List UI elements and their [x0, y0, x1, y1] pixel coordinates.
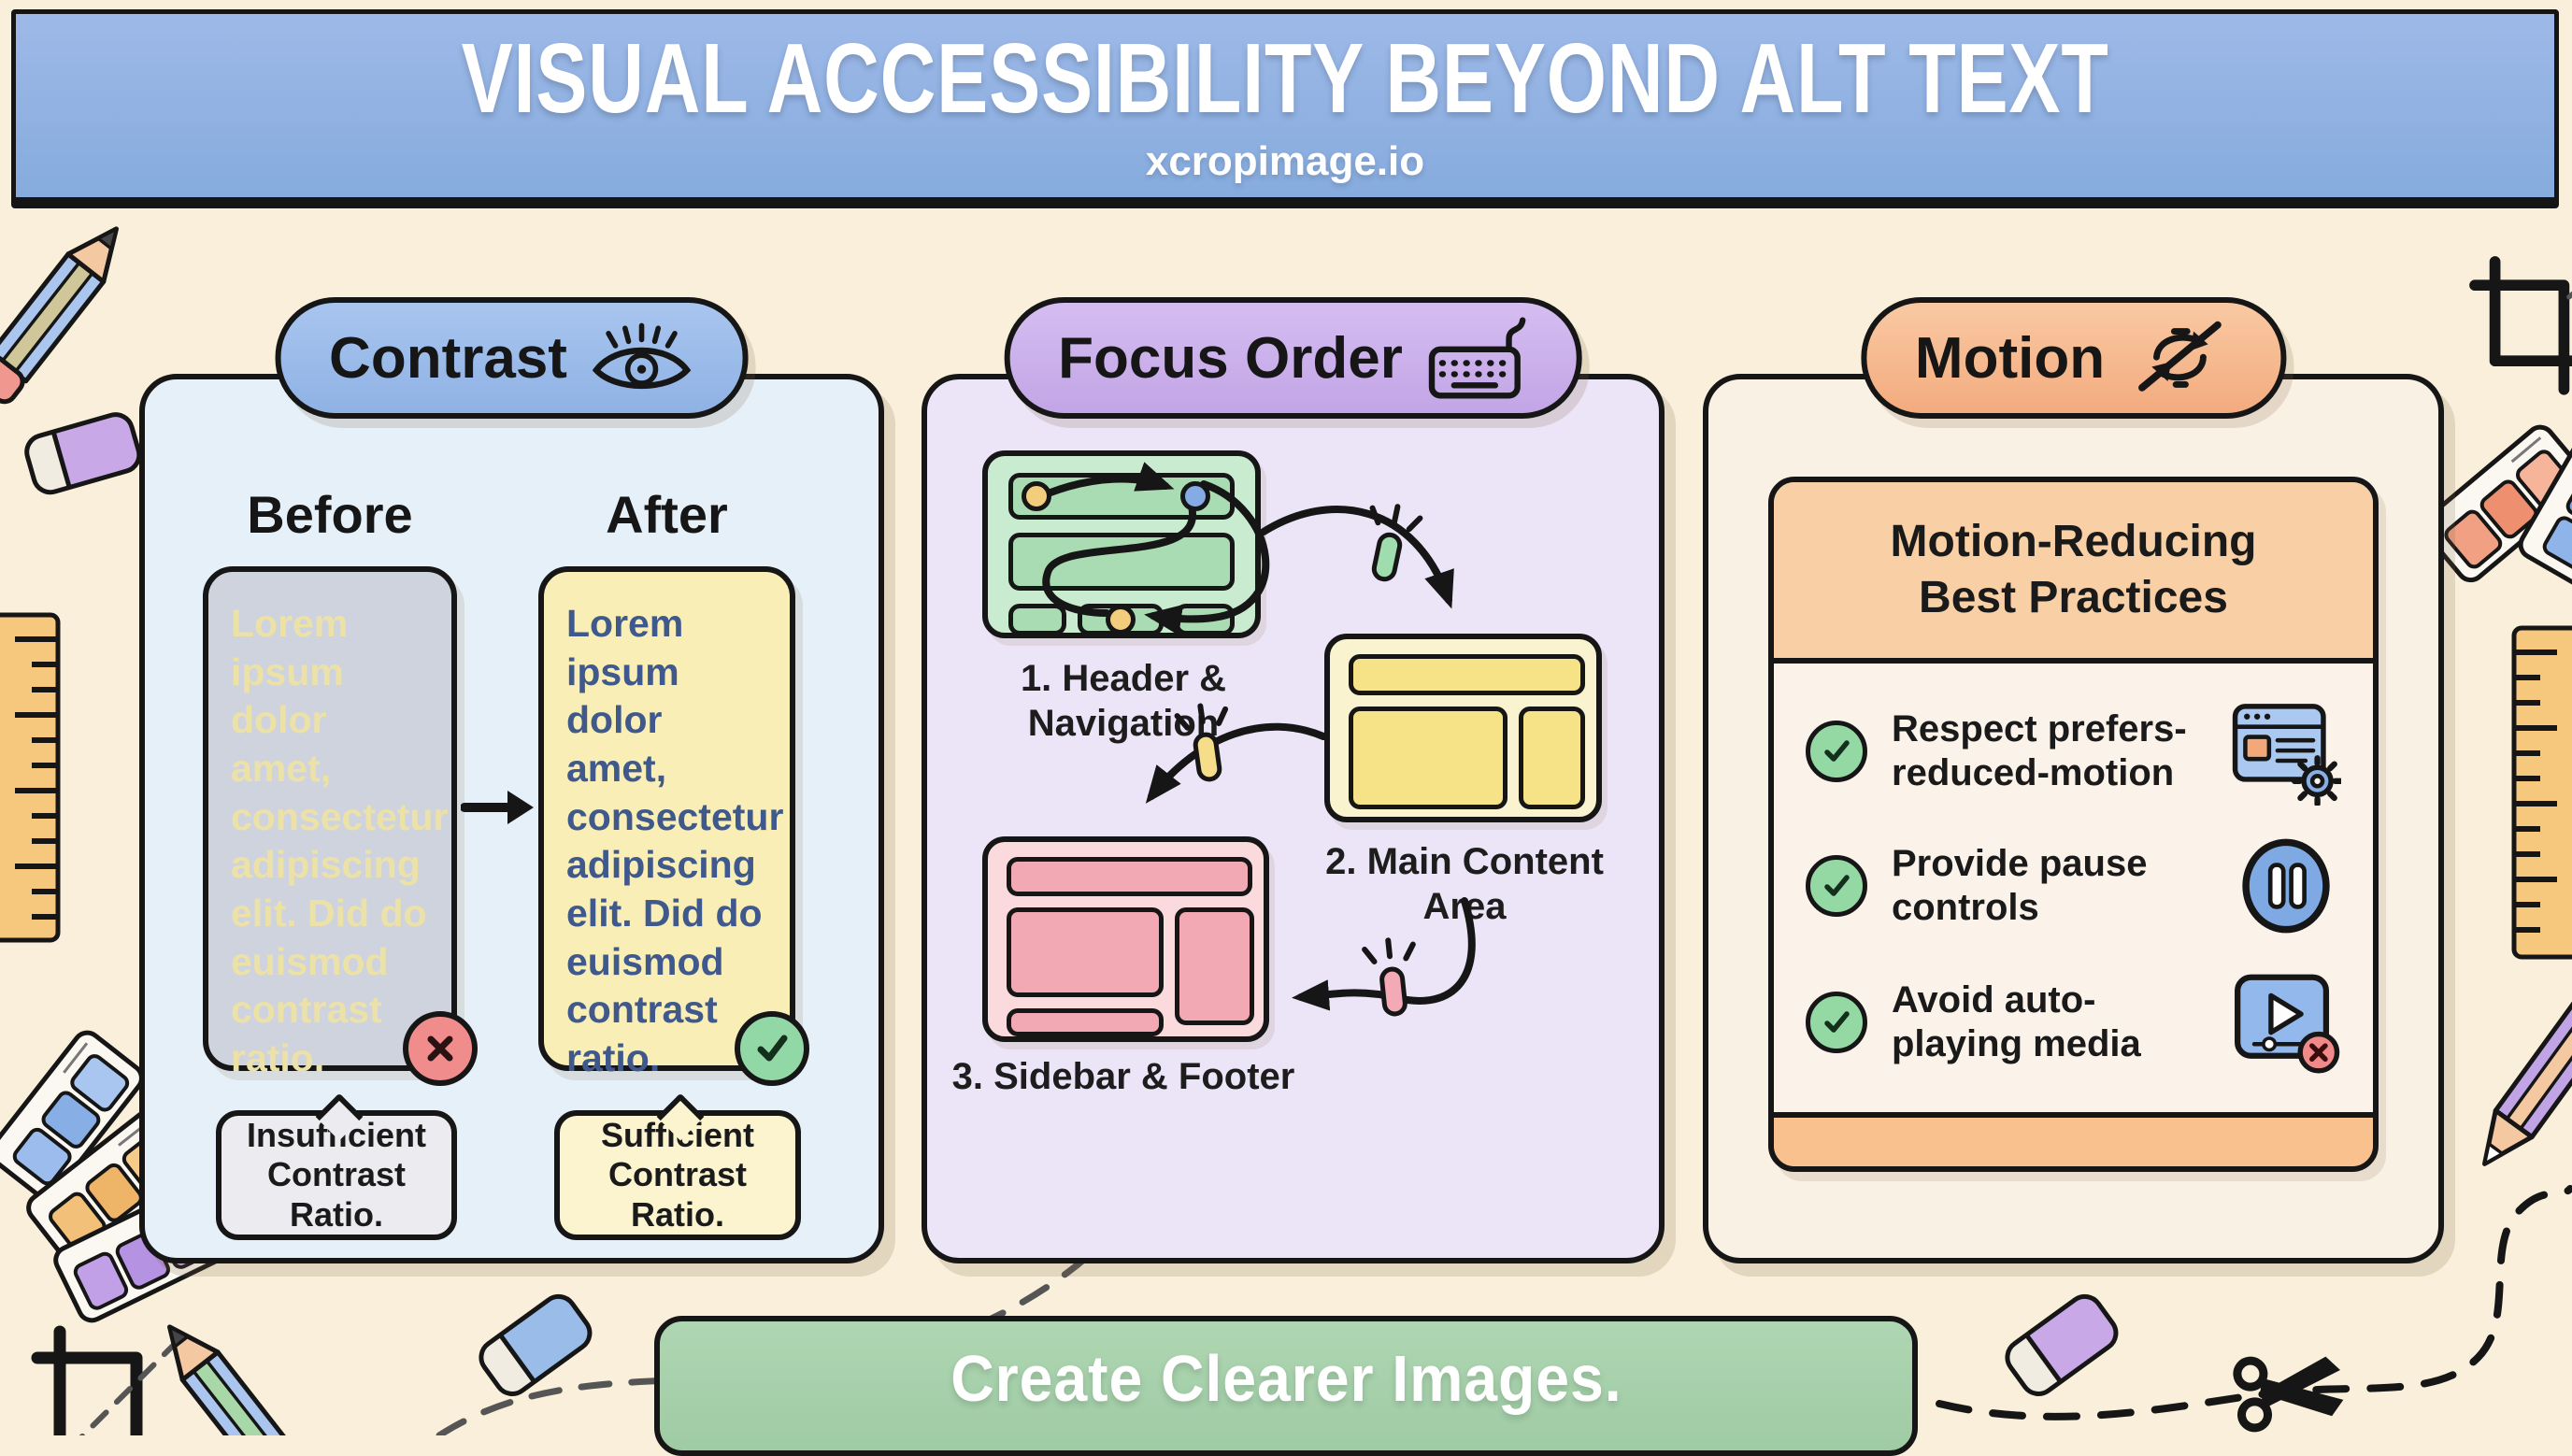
- motion-title-label: Motion: [1914, 325, 2106, 391]
- eraser-icon: [2005, 1293, 2119, 1396]
- wireframe-block: [1008, 533, 1235, 591]
- motion-item-label: Respect prefers- reduced-motion: [1892, 707, 2187, 793]
- focus-order-panel-title: Focus Order: [1004, 297, 1582, 419]
- wireframe-block: [1519, 707, 1585, 809]
- pencil-icon: [2482, 994, 2572, 1166]
- crop-icon: [2469, 256, 2572, 395]
- focus-sparkle: [1369, 504, 1423, 582]
- focus-order-panel: Focus Order 1. Heade: [922, 297, 1665, 1263]
- focus-dot: [1106, 605, 1136, 635]
- wireframe-block: [1349, 654, 1585, 695]
- wireframe-block: [1175, 907, 1254, 1025]
- motion-card-body: Respect prefers- reduced-motion: [1774, 664, 2373, 1112]
- step-label-3: 3. Sidebar & Footer: [951, 1056, 1295, 1097]
- wireframe-main-content: [1324, 634, 1602, 822]
- ruler-icon: [2511, 625, 2572, 960]
- motion-item-reduced-motion: Respect prefers- reduced-motion: [1806, 697, 2341, 806]
- focus-order-title-label: Focus Order: [1058, 325, 1403, 391]
- step-label-1: 1. Header & Navigation: [1020, 658, 1227, 744]
- check-circle-icon: [1806, 855, 1867, 917]
- check-mark-icon: [735, 1011, 809, 1086]
- motion-item-pause-controls: Provide pause controls: [1806, 834, 2341, 938]
- motion-card-title: Motion-Reducing Best Practices: [1774, 482, 2373, 664]
- before-caption-bubble: Insufficient Contrast Ratio.: [216, 1092, 457, 1241]
- keyboard-icon: [1425, 313, 1528, 403]
- contrast-panel: Contrast Before After Lorem ipsum dolor …: [139, 297, 884, 1263]
- wireframe-block: [1007, 907, 1164, 997]
- high-contrast-sample: Lorem ipsum dolor amet, consectetur adip…: [538, 566, 795, 1079]
- low-contrast-sample: Lorem ipsum dolor amet, consectetur adip…: [203, 566, 457, 1079]
- motion-panel: Motion Motion-Reducing Best Practices Re…: [1703, 297, 2444, 1263]
- focus-sparkle: [1362, 937, 1416, 1017]
- eye-icon: [590, 318, 694, 398]
- wireframe-header-nav: [982, 450, 1261, 638]
- arrow-right-icon: [461, 791, 534, 824]
- eraser-icon: [24, 412, 142, 495]
- focus-dot: [1022, 481, 1051, 511]
- scissors-icon: [2233, 1356, 2344, 1433]
- ruler-icon: [0, 612, 61, 943]
- cta-banner: Create Clearer Images.: [654, 1316, 1918, 1456]
- no-autoplay-icon: [2231, 966, 2341, 1078]
- eraser-icon: [479, 1293, 593, 1396]
- before-heading: Before: [247, 485, 413, 544]
- motion-card-footer: [1774, 1112, 2373, 1166]
- pencil-icon: [167, 1324, 307, 1435]
- motion-item-label: Avoid auto- playing media: [1892, 978, 2141, 1064]
- wireframe-block: [1349, 707, 1507, 809]
- after-heading: After: [606, 485, 728, 544]
- site-name: xcropimage.io: [1145, 138, 1425, 184]
- pause-icon: [2231, 834, 2341, 938]
- pencil-icon: [0, 226, 119, 405]
- color-swatches-icon: [2422, 412, 2572, 587]
- header-banner: VISUAL ACCESSIBILITY BEYOND ALT TEXT xcr…: [11, 9, 2559, 208]
- motion-item-label: Provide pause controls: [1892, 842, 2148, 928]
- wireframe-block: [1007, 857, 1252, 896]
- focus-dot: [1180, 481, 1210, 511]
- crop-icon: [31, 1325, 186, 1435]
- wireframe-block: [1007, 1008, 1164, 1036]
- after-caption-bubble: Sufficient Contrast Ratio.: [554, 1092, 801, 1241]
- wireframe-block: [1175, 604, 1235, 635]
- motion-off-icon: [2127, 313, 2232, 403]
- check-circle-icon: [1806, 721, 1867, 782]
- contrast-title-label: Contrast: [329, 325, 567, 391]
- wireframe-sidebar-footer: [982, 836, 1269, 1042]
- motion-best-practices-card: Motion-Reducing Best Practices Respect p…: [1768, 477, 2379, 1172]
- cta-text: Create Clearer Images.: [950, 1342, 1622, 1415]
- page-title: VISUAL ACCESSIBILITY BEYOND ALT TEXT: [461, 23, 2109, 134]
- dashed-path: [1936, 1185, 2572, 1420]
- color-swatches-icon: [0, 1030, 229, 1323]
- wireframe-block: [1008, 604, 1066, 635]
- check-circle-icon: [1806, 992, 1867, 1053]
- motion-panel-title: Motion: [1860, 297, 2287, 419]
- motion-item-no-autoplay: Avoid auto- playing media: [1806, 966, 2341, 1078]
- contrast-panel-title: Contrast: [275, 297, 749, 419]
- step-label-2: 2. Main Content Area: [1325, 841, 1604, 927]
- after-caption: Sufficient Contrast Ratio.: [601, 1116, 754, 1234]
- browser-settings-icon: [2231, 697, 2341, 806]
- x-mark-icon: [403, 1011, 478, 1086]
